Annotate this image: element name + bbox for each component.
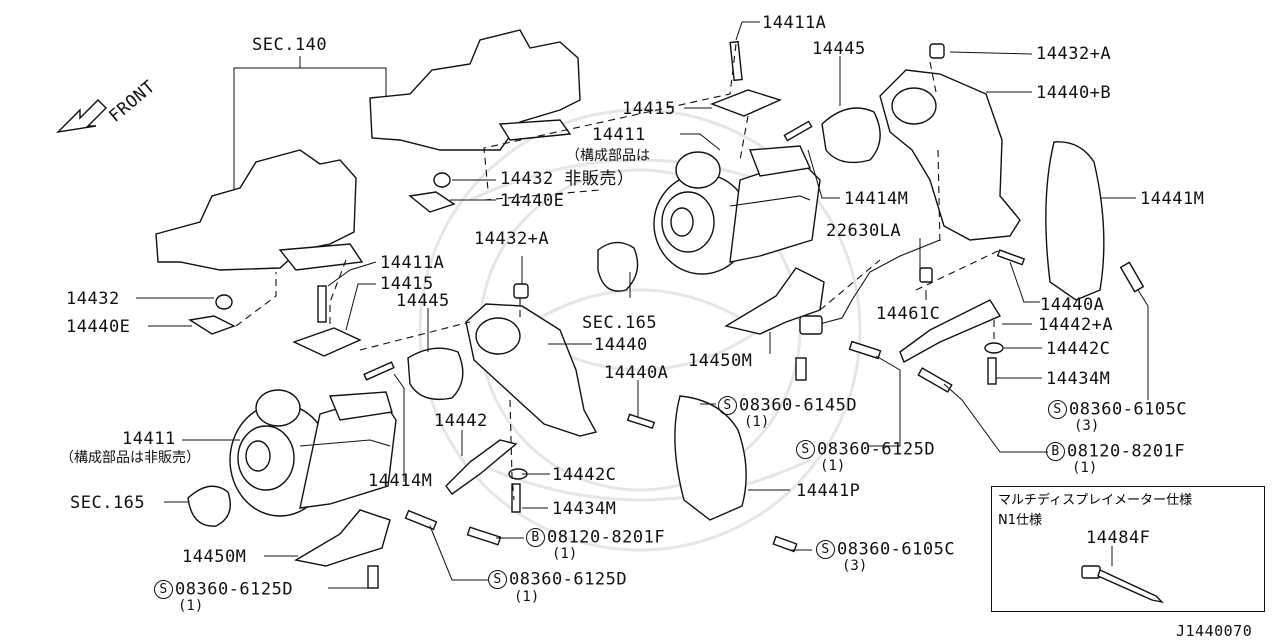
service-part-s-icon: S xyxy=(718,396,737,415)
inset-title: マルチディスプレイメーター仕様 xyxy=(998,493,1193,508)
turbocharger-upper xyxy=(653,145,821,275)
label-14441M: 14441M xyxy=(1140,189,1205,209)
exhaust-manifold-lower xyxy=(155,149,357,271)
label-14411-top: 14411 xyxy=(592,125,646,145)
diagram-id: J1440070 xyxy=(1176,622,1253,640)
leader-lines xyxy=(136,21,1149,589)
label-14484F: 14484F xyxy=(1086,528,1151,548)
service-part-s-icon: S xyxy=(816,540,835,559)
label-14441P: 14441P xyxy=(796,481,861,501)
service-part-b-icon: B xyxy=(1046,442,1065,461)
label-14442: 14442 xyxy=(434,411,488,431)
label-14440B: 14440+B xyxy=(1036,83,1112,103)
bracket-14450M-lower xyxy=(294,509,391,567)
label-14432-left: 14432 xyxy=(66,289,120,309)
label-14440A-mid: 14440A xyxy=(604,363,669,383)
label-bolt-8201F-right-qty: (1) xyxy=(1072,460,1098,476)
label-14442A: 14442+A xyxy=(1038,315,1114,335)
label-14414M-top: 14414M xyxy=(844,189,909,209)
exhaust-manifold-upper xyxy=(369,29,581,151)
label-14461C: 14461C xyxy=(876,304,941,324)
label-sec165-top: SEC.165 xyxy=(582,313,658,333)
sensor-22630LA xyxy=(811,239,941,327)
label-14411-left-note: （構成部品は非販売） xyxy=(60,450,200,466)
turbocharger-lower xyxy=(229,389,397,517)
label-14440E-top: 14440E xyxy=(500,191,565,211)
heat-shield-upper xyxy=(1045,141,1105,301)
label-bolt-6125D-left-qty: (1) xyxy=(178,598,204,614)
sec140-bracket xyxy=(233,56,387,196)
label-14415-mid: 14415 xyxy=(380,274,434,294)
label-14450M-left: 14450M xyxy=(182,547,247,567)
front-arrow-icon xyxy=(55,99,107,134)
label-14442C-mid: 14442C xyxy=(552,465,617,485)
gasket-14445-upper xyxy=(821,107,881,164)
gasket-sec165-left xyxy=(187,485,231,527)
gasket-14415-upper xyxy=(710,89,782,117)
service-part-s-icon: S xyxy=(154,580,173,599)
service-part-s-icon: S xyxy=(1048,400,1067,419)
label-14414M-left: 14414M xyxy=(368,471,433,491)
label-14445-top: 14445 xyxy=(812,39,866,59)
label-14434M-right: 14434M xyxy=(1046,369,1111,389)
label-22630LA: 22630LA xyxy=(826,221,902,241)
bracket-14450M-upper xyxy=(724,267,825,335)
label-bolt-6125D-mid-qty: (1) xyxy=(820,458,846,474)
label-14442C-right: 14442C xyxy=(1046,339,1111,359)
label-14440E-left: 14440E xyxy=(66,317,131,337)
bracket-14442A xyxy=(899,299,1002,363)
label-bolt-6105C-mid-qty: (3) xyxy=(842,558,868,574)
label-14440A-right: 14440A xyxy=(1040,295,1105,315)
label-14432A-mid: 14432+A xyxy=(474,229,550,249)
bracket-14442 xyxy=(445,439,518,495)
label-14450M-top: 14450M xyxy=(688,351,753,371)
spec-inset-box: マルチディスプレイメーター仕様 N1仕様 14484F xyxy=(991,486,1265,612)
service-part-s-icon: S xyxy=(796,440,815,459)
label-14432-nosale: 14432 非販売） xyxy=(500,169,635,189)
label-sec140: SEC.140 xyxy=(252,35,328,55)
label-14411-left: 14411 xyxy=(122,429,176,449)
label-14432A-top: 14432+A xyxy=(1036,44,1112,64)
label-sec165-left: SEC.165 xyxy=(70,493,146,513)
label-bolt-6105C-right-qty: (3) xyxy=(1074,418,1100,434)
service-part-s-icon: S xyxy=(488,570,507,589)
label-14415-top: 14415 xyxy=(622,99,676,119)
label-14411A-top: 14411A xyxy=(762,13,827,33)
label-bolt-6125D-bot-qty: (1) xyxy=(514,589,540,605)
cable-tie-14484F xyxy=(1081,546,1165,604)
label-14434M-mid: 14434M xyxy=(552,499,617,519)
label-14411A-mid: 14411A xyxy=(380,253,445,273)
label-14440: 14440 xyxy=(594,335,648,355)
inset-subtitle: N1仕様 xyxy=(998,513,1042,528)
label-bolt-6145D-qty: (1) xyxy=(744,414,770,430)
gasket-sec165-top xyxy=(597,241,639,292)
label-bolt-8201F-mid-qty: (1) xyxy=(552,546,578,562)
label-14411-top-note: （構成部品は xyxy=(566,148,650,164)
service-part-b-icon: B xyxy=(526,528,545,547)
label-14445-mid: 14445 xyxy=(396,291,450,311)
